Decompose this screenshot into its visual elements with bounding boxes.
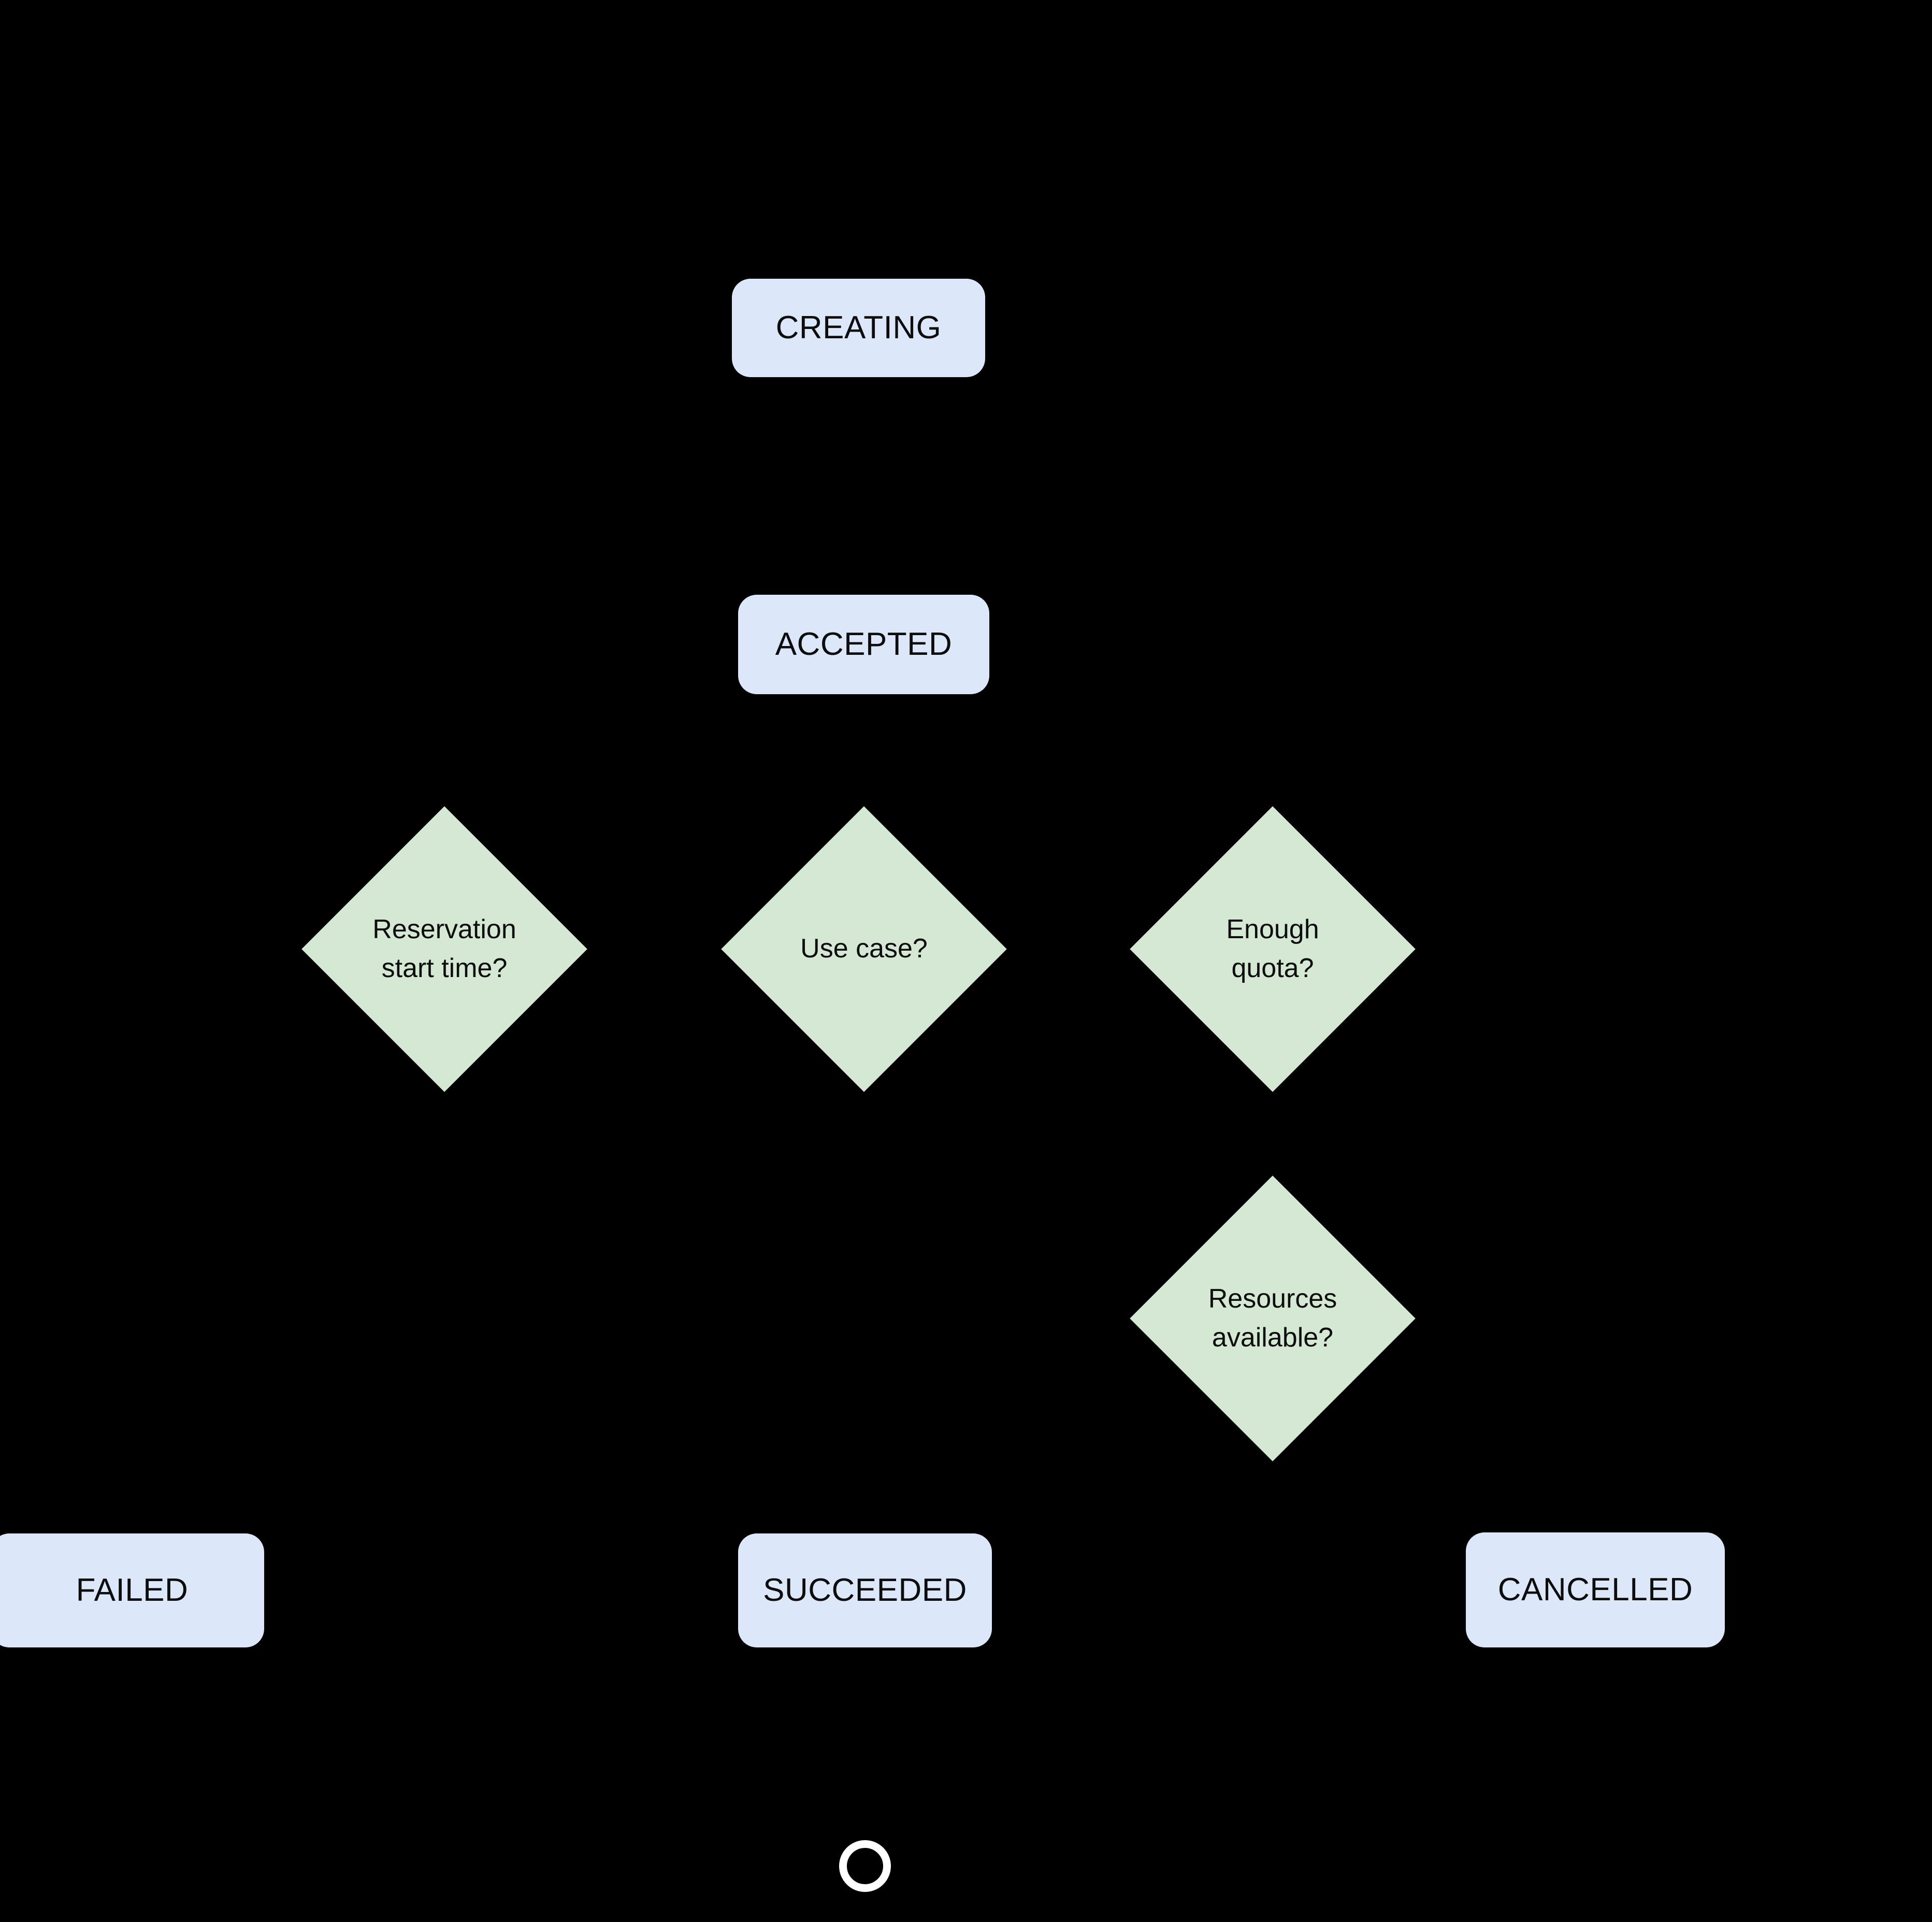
decision-node-use-case[interactable]: Use case? [721, 806, 1007, 1092]
decision-node-reservation-start-time[interactable]: Reservation start time? [301, 806, 587, 1092]
state-node-succeeded[interactable]: SUCCEEDED [738, 1533, 992, 1647]
state-label-failed: FAILED [76, 1572, 189, 1608]
edge-accepted-to-reservation-start-time [435, 692, 788, 848]
state-label-cancelled: CANCELLED [1497, 1572, 1693, 1608]
diamond-shape-enough-quota [1130, 806, 1416, 1092]
edge-use-case-to-succeeded [855, 1050, 873, 1533]
edge-creating-to-accepted [855, 377, 873, 595]
terminal-end-node[interactable] [839, 1840, 891, 1892]
edge-accepted-to-enough-quota [939, 692, 1282, 848]
state-label-creating: CREATING [775, 310, 942, 346]
edge-reservation-start-time-to-failed [123, 1049, 446, 1533]
diamond-shape-resources-available [1130, 1175, 1416, 1461]
edge-resources-available-to-cancelled [1272, 1417, 1605, 1532]
diamond-shape-use-case [721, 806, 1007, 1092]
state-node-accepted[interactable]: ACCEPTED [738, 595, 989, 694]
diamond-shape-reservation-start-time [301, 806, 587, 1092]
decision-node-resources-available[interactable]: Resources available? [1130, 1175, 1416, 1461]
decision-node-enough-quota[interactable]: Enough quota? [1130, 806, 1416, 1092]
state-label-succeeded: SUCCEEDED [763, 1572, 967, 1608]
edge-succeeded-to-end [855, 1647, 873, 1840]
state-node-cancelled[interactable]: CANCELLED [1466, 1532, 1725, 1647]
state-label-accepted: ACCEPTED [775, 626, 953, 662]
state-node-creating[interactable]: CREATING [732, 279, 985, 377]
state-node-failed[interactable]: FAILED [0, 1533, 264, 1647]
